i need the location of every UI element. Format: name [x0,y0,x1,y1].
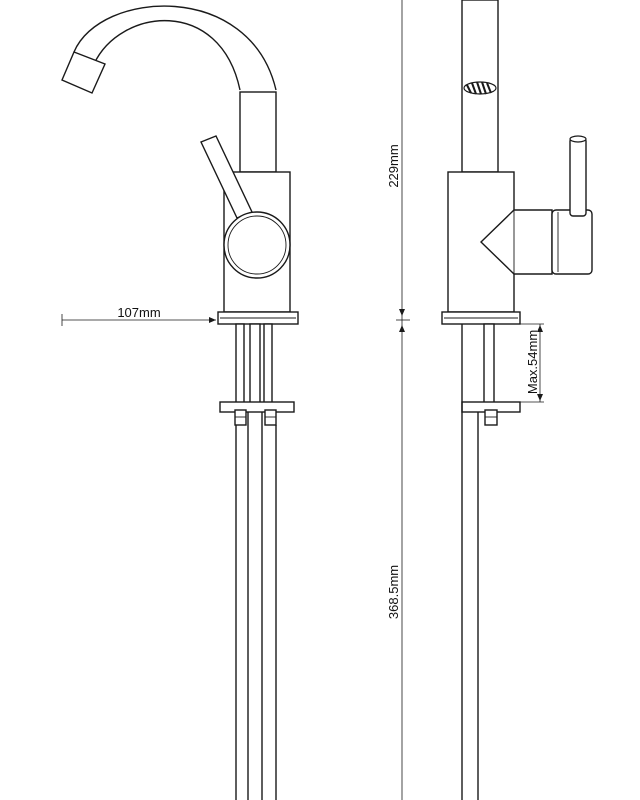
front-view: 107mm [61,5,299,800]
side-nut [484,409,498,426]
tap-height-label: 229mm [386,144,401,187]
side-handle-lever [569,135,587,217]
spout-tip [61,51,106,94]
side-handle-cartridge [479,209,593,275]
fixing-plate [219,401,295,413]
neck [239,91,277,173]
side-hoses [461,324,479,800]
supply-hoses [235,412,277,800]
side-stud [483,323,495,405]
side-view: Max.54mm [441,0,593,800]
deck-thickness-dimension: Max.54mm [520,323,544,403]
pipe-length-label: 368.5mm [386,565,401,619]
spout-reach-label: 107mm [117,305,160,320]
handle-disc [223,211,291,279]
nuts [234,409,277,426]
aerator [463,81,497,95]
spout [61,5,277,94]
max-thickness-label: Max.54mm [525,330,540,394]
threaded-studs [235,323,273,405]
reach-dimension: 107mm [61,305,216,326]
height-dimensions: 229mm 368.5mm [386,0,410,800]
